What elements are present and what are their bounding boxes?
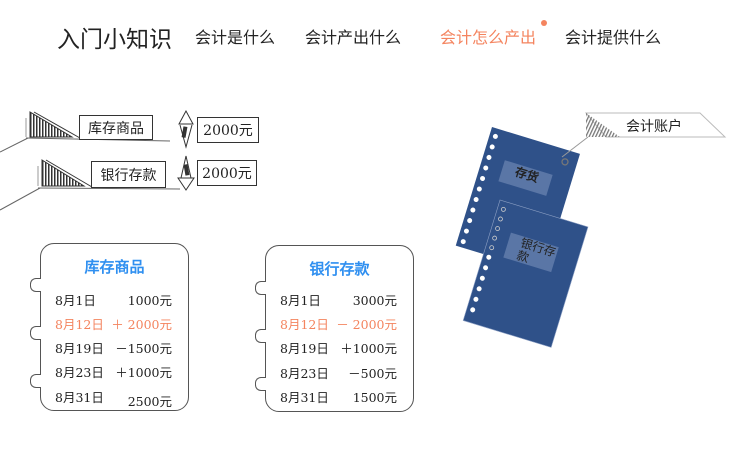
- bank-label-box: 银行存款: [91, 161, 166, 188]
- inventory-label-box: 库存商品: [79, 115, 153, 140]
- notebook-illustration: [455, 112, 727, 348]
- binder-ring: [255, 329, 266, 343]
- ledger-row: 8月12日－ 2000元: [280, 317, 397, 332]
- nav-accounting-provides[interactable]: 会计提供什么: [565, 28, 662, 47]
- nav-what-is-accounting[interactable]: 会计是什么: [195, 28, 276, 47]
- flow-diagram-graphics: [0, 109, 195, 211]
- page-title: 入门小知识: [57, 27, 172, 53]
- callout-pointer: [561, 112, 727, 158]
- ledger-row: 8月12日＋ 2000元: [55, 317, 172, 332]
- binder-ring: [30, 326, 41, 340]
- card-title: 库存商品: [84, 258, 145, 276]
- bank-notebook: [462, 199, 589, 348]
- nav-accounting-output[interactable]: 会计产出什么: [305, 28, 402, 47]
- hatched-triangle-icon: [0, 111, 171, 153]
- binder-ring: [30, 278, 41, 292]
- arrow-up-icon: [178, 109, 194, 149]
- bank-amount-box: 2000元: [197, 160, 257, 186]
- ledger-row: 8月19日＋1000元: [280, 341, 397, 356]
- inventory-amount-box: 2000元: [197, 117, 259, 143]
- ledger-row: 8月23日－500元: [280, 366, 397, 381]
- binder-ring: [255, 281, 266, 295]
- nav-how-accounting-produces[interactable]: 会计怎么产出: [440, 28, 537, 47]
- hatched-triangle-icon: [0, 159, 181, 211]
- arrow-down-icon: [177, 155, 195, 191]
- accounting-account-callout: 会计账户: [626, 119, 682, 135]
- card-title: 银行存款: [309, 260, 370, 278]
- ledger-row: 8月19日－1500元: [55, 341, 172, 356]
- binder-ring: [30, 374, 41, 388]
- active-indicator-dot: [541, 20, 547, 26]
- ledger-row: 8月23日＋1000元: [55, 365, 172, 380]
- binder-ring: [255, 377, 266, 391]
